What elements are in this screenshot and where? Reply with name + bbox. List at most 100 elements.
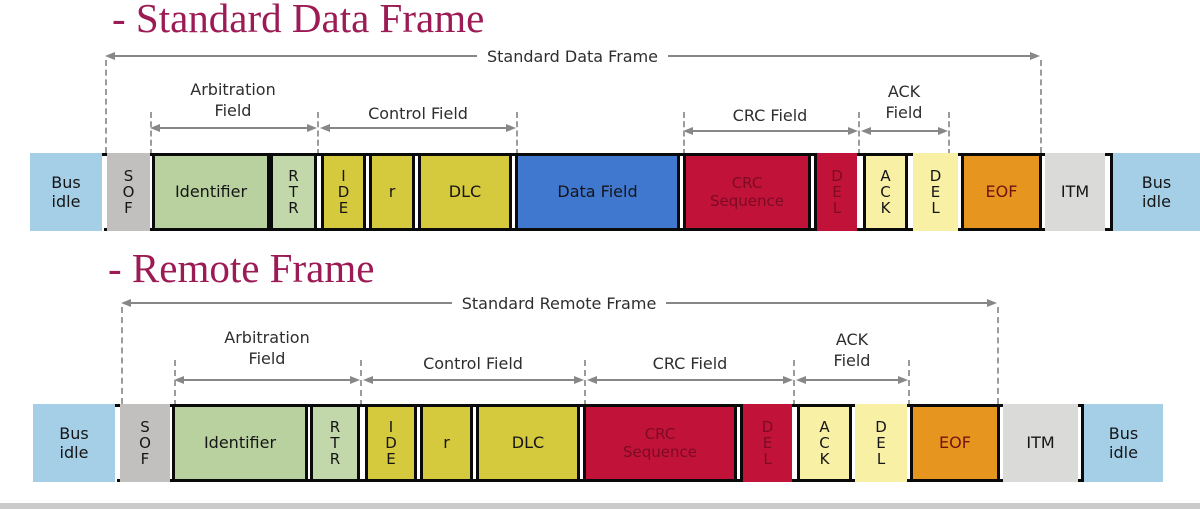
arrowhead-right-icon bbox=[574, 376, 584, 384]
frame-box-crc-sequence: CRC Sequence bbox=[683, 153, 811, 231]
dashed-guide-line bbox=[858, 112, 860, 155]
arrowhead-left-icon bbox=[105, 52, 115, 60]
arrowhead-left-icon bbox=[861, 127, 871, 135]
field-label-ack-field: ACK Field bbox=[885, 82, 923, 122]
frame-box-identifier: Identifier bbox=[152, 153, 270, 231]
arrowhead-left-icon bbox=[121, 299, 131, 307]
field-span-arrow-arbitration-field bbox=[150, 123, 317, 133]
dashed-guide-line bbox=[1040, 60, 1042, 153]
arrowhead-left-icon bbox=[150, 124, 160, 132]
frame-box-rtr: R T R bbox=[310, 404, 360, 482]
arrow-line bbox=[115, 55, 477, 57]
arrowhead-left-icon bbox=[796, 376, 806, 384]
field-span-arrow-ack-field bbox=[861, 126, 948, 136]
frame-box-del: D E L bbox=[740, 404, 792, 482]
dashed-guide-line bbox=[150, 112, 152, 155]
frame-box-dlc: DLC bbox=[418, 153, 512, 231]
arrow-line bbox=[871, 130, 938, 132]
arrowhead-right-icon bbox=[783, 376, 793, 384]
arrowhead-right-icon bbox=[898, 376, 908, 384]
frame-box-del: D E L bbox=[855, 404, 907, 482]
arrowhead-right-icon bbox=[1030, 52, 1041, 60]
dashed-guide-line bbox=[948, 112, 950, 155]
frame-box-eof: EOF bbox=[961, 153, 1042, 231]
field-label-crc-field: CRC Field bbox=[732, 106, 808, 125]
arrow-line bbox=[160, 127, 307, 129]
arrow-line bbox=[666, 302, 988, 304]
field-label-control-field: Control Field bbox=[368, 104, 468, 123]
field-label-arbitration-field: Arbitration Field bbox=[224, 328, 310, 368]
field-label-control-field: Control Field bbox=[423, 354, 523, 373]
arrowhead-right-icon bbox=[506, 124, 516, 132]
arrowhead-left-icon bbox=[320, 124, 330, 132]
frame-box-ack: A C K bbox=[863, 153, 908, 231]
arrowhead-left-icon bbox=[363, 376, 373, 384]
arrowhead-right-icon bbox=[848, 127, 858, 135]
frame-box-r: r bbox=[369, 153, 415, 231]
frame-box-ack: A C K bbox=[797, 404, 852, 482]
dashed-guide-line bbox=[908, 360, 910, 406]
arrowhead-right-icon bbox=[350, 376, 360, 384]
arrowhead-right-icon bbox=[307, 124, 317, 132]
dashed-guide-line bbox=[174, 360, 176, 406]
standard-data-frame-title: - Standard Data Frame bbox=[112, 0, 485, 41]
dashed-guide-line bbox=[584, 360, 586, 406]
frame-box-ide: I D E bbox=[365, 404, 417, 482]
arrowhead-left-icon bbox=[683, 127, 693, 135]
field-span-arrow-ack-field bbox=[796, 375, 908, 385]
field-label-crc-field: CRC Field bbox=[652, 354, 728, 373]
arrow-line bbox=[373, 379, 574, 381]
frame-box-crc-sequence: CRC Sequence bbox=[583, 404, 737, 482]
field-label-arbitration-field: Arbitration Field bbox=[190, 80, 276, 120]
frame-box-data-field: Data Field bbox=[515, 153, 680, 231]
arrowhead-right-icon bbox=[987, 299, 998, 307]
frame-box-itm: ITM bbox=[1045, 153, 1105, 231]
arrow-line bbox=[693, 130, 848, 132]
frame-span-arrow: Standard Data Frame bbox=[105, 47, 1041, 66]
dashed-guide-line bbox=[121, 307, 123, 404]
frame-box-bus-idle: Bus idle bbox=[1110, 153, 1200, 231]
frame-box-r: r bbox=[420, 404, 473, 482]
arrow-line bbox=[668, 55, 1031, 57]
field-span-arrow-crc-field bbox=[683, 126, 858, 136]
frame-box-rtr: R T R bbox=[270, 153, 317, 231]
frame-box-eof: EOF bbox=[910, 404, 1000, 482]
frame-box-sof: S O F bbox=[107, 153, 150, 231]
field-span-arrow-control-field bbox=[320, 123, 516, 133]
frame-box-identifier: Identifier bbox=[172, 404, 308, 482]
dashed-guide-line bbox=[317, 112, 319, 155]
frame-box-del: D E L bbox=[913, 153, 958, 231]
dashed-guide-line bbox=[516, 112, 518, 155]
remote-frame-title: - Remote Frame bbox=[108, 245, 375, 291]
arrow-line bbox=[330, 127, 506, 129]
arrowhead-left-icon bbox=[587, 376, 597, 384]
dashed-guide-line bbox=[683, 112, 685, 155]
frame-box-ide: I D E bbox=[321, 153, 366, 231]
frame-box-itm: ITM bbox=[1003, 404, 1078, 482]
frame-box-dlc: DLC bbox=[476, 404, 580, 482]
arrow-line bbox=[131, 302, 452, 304]
frame-span-arrow-label: Standard Remote Frame bbox=[461, 293, 657, 313]
arrow-line bbox=[184, 379, 350, 381]
dashed-guide-line bbox=[997, 307, 999, 404]
field-span-arrow-crc-field bbox=[587, 375, 793, 385]
frame-box-bus-idle: Bus idle bbox=[33, 404, 115, 482]
frame-box-bus-idle: Bus idle bbox=[30, 153, 102, 231]
arrow-line bbox=[806, 379, 898, 381]
frame-span-arrow: Standard Remote Frame bbox=[121, 294, 998, 313]
dashed-guide-line bbox=[105, 60, 107, 153]
frame-span-arrow-label: Standard Data Frame bbox=[487, 46, 659, 66]
dashed-guide-line bbox=[360, 360, 362, 406]
arrowhead-right-icon bbox=[938, 127, 948, 135]
field-span-arrow-control-field bbox=[363, 375, 584, 385]
field-label-ack-field: ACK Field bbox=[833, 330, 871, 370]
arrow-line bbox=[597, 379, 783, 381]
arrowhead-left-icon bbox=[174, 376, 184, 384]
dashed-guide-line bbox=[793, 360, 795, 406]
field-span-arrow-arbitration-field bbox=[174, 375, 360, 385]
frame-box-bus-idle: Bus idle bbox=[1081, 404, 1163, 482]
frame-box-sof: S O F bbox=[120, 404, 170, 482]
